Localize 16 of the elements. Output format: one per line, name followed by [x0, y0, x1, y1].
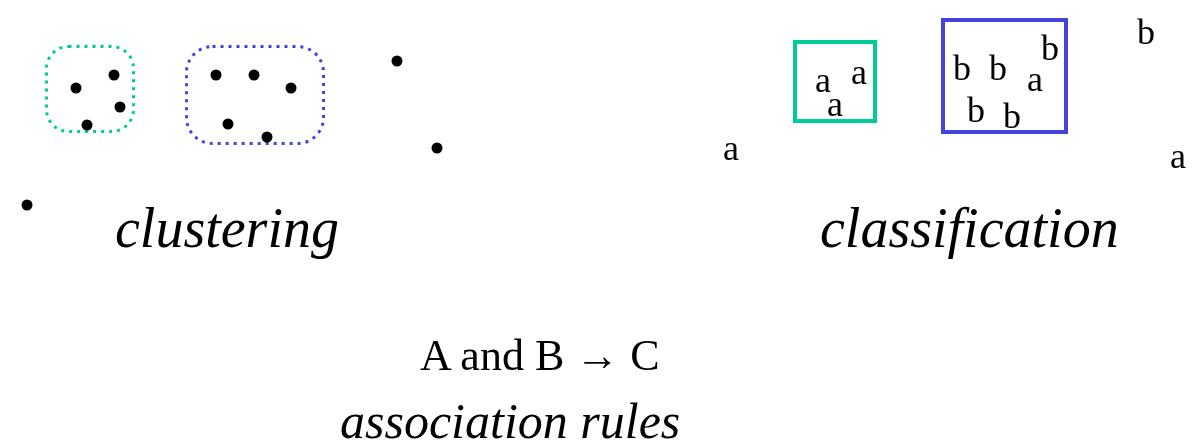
class-label: b	[967, 92, 985, 128]
class-label: b	[1003, 98, 1021, 134]
class-label: b	[1041, 30, 1059, 66]
class-label: b	[989, 50, 1007, 86]
section-title: association rules	[340, 396, 681, 446]
class-region-box	[941, 18, 1068, 134]
class-label: b	[1137, 14, 1155, 50]
class-label: a	[851, 54, 867, 90]
class-region-box	[793, 40, 877, 123]
class-label: b	[953, 50, 971, 86]
cluster-outline	[45, 45, 135, 133]
class-label: a	[1027, 61, 1043, 97]
class-label: a	[723, 130, 739, 166]
cluster-outline	[185, 45, 325, 145]
rule-example: A and B → C	[420, 334, 660, 378]
class-label: a	[1170, 138, 1186, 174]
